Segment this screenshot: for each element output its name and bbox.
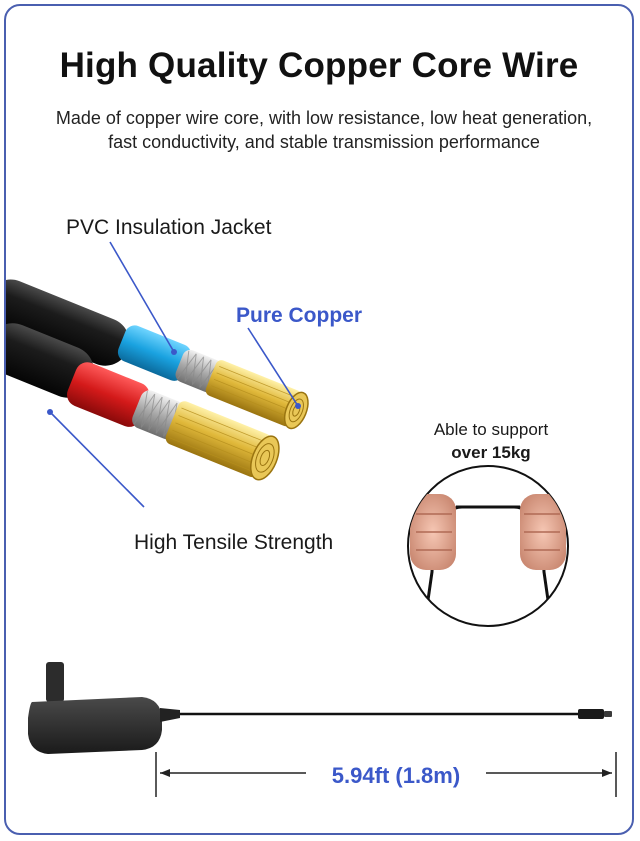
support-caption: Able to support over 15kg xyxy=(401,418,581,464)
blue-conductor xyxy=(117,325,309,430)
support-line-1: Able to support xyxy=(433,420,549,439)
dc-plug xyxy=(578,709,604,719)
right-fist-icon xyxy=(520,494,566,570)
subtitle-line-2: fast conductivity, and stable transmissi… xyxy=(108,132,540,152)
label-high-tensile: High Tensile Strength xyxy=(134,531,334,554)
page-subtitle: Made of copper wire core, with low resis… xyxy=(26,106,622,154)
label-pure-copper: Pure Copper xyxy=(236,304,363,327)
length-label: 5.94ft (1.8m) xyxy=(306,763,486,789)
product-illustration xyxy=(6,241,617,797)
support-line-2: over 15kg xyxy=(451,443,531,462)
tensile-demo-image xyxy=(407,465,569,627)
red-conductor xyxy=(67,362,280,481)
page-title: High Quality Copper Core Wire xyxy=(59,46,579,85)
plug-prong xyxy=(46,662,64,702)
left-fist-icon xyxy=(410,494,456,570)
cable-cross-section xyxy=(6,279,309,481)
label-pvc-jacket: PVC Insulation Jacket xyxy=(66,216,272,239)
subtitle-line-1: Made of copper wire core, with low resis… xyxy=(55,108,593,128)
card-frame: High Quality Copper Core Wire Made of co… xyxy=(4,4,634,835)
pointer-lines xyxy=(49,241,299,508)
power-adapter xyxy=(28,662,612,754)
